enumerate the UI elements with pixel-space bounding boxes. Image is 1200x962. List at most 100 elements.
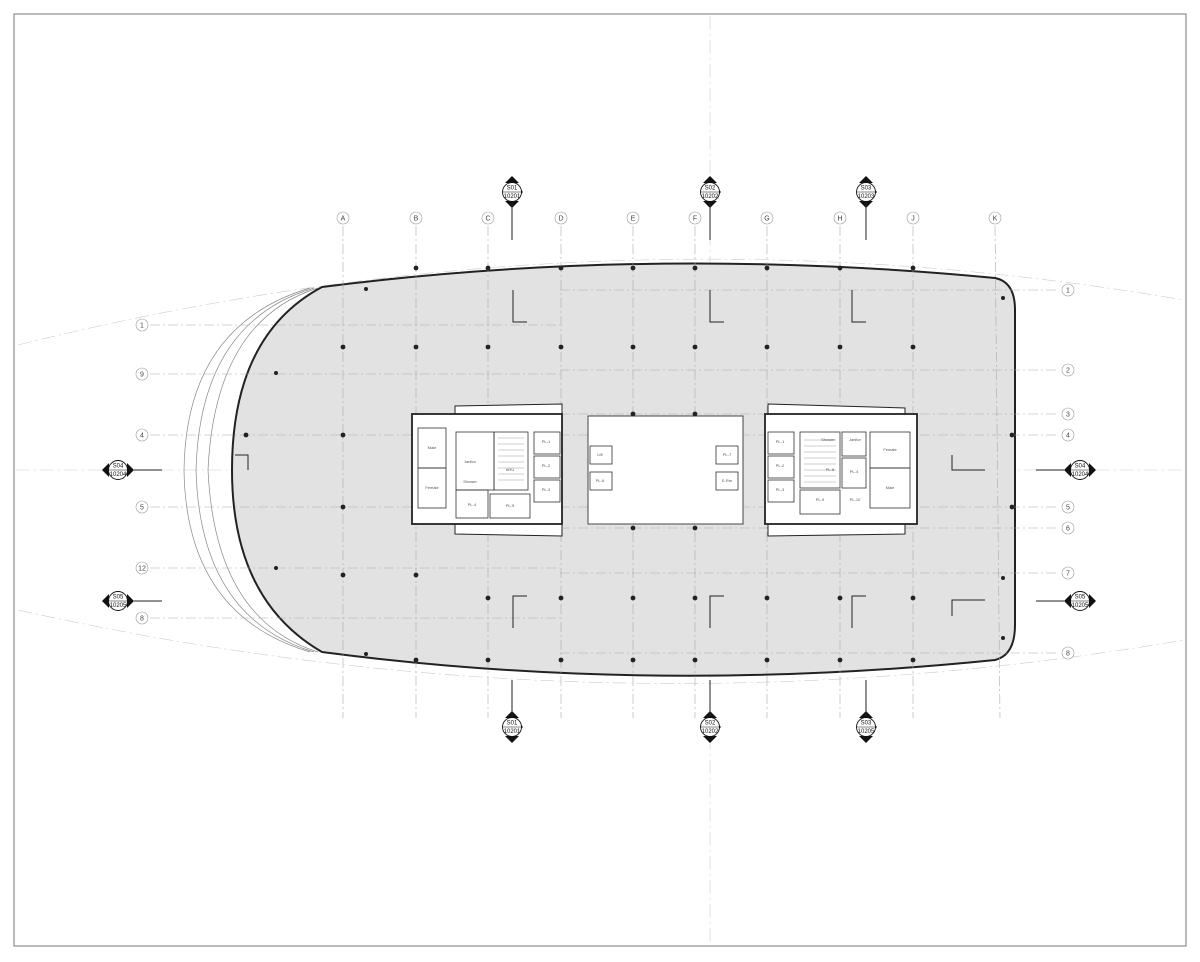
column-dot [692,525,698,531]
grid-label-row: 4 [140,432,144,439]
section-marker: S01 10201 [502,711,523,743]
column-dot [274,566,278,570]
column-dot [558,344,564,350]
grid-bubble [1061,500,1075,514]
section-code: S05 [113,595,124,601]
room-label: PL-7 [723,452,732,457]
section-sheet: 10205 [110,603,127,609]
grid-label-col: C [485,215,490,222]
grid-bubble [1061,566,1075,580]
grid-label-col: G [764,215,769,222]
column-dot [1001,576,1005,580]
room-label: PL-3 [776,487,785,492]
grid-bubble [554,211,568,225]
column-dot [340,504,346,510]
grid-label-row: 3 [1066,411,1070,418]
column-dot [837,595,843,601]
grid-bubble [1061,407,1075,421]
room-label: PL-9 [816,497,825,502]
section-marker: S03 10203 [856,176,877,208]
column-dot [630,595,636,601]
column-dot [485,657,491,663]
grid-label-row: 1 [1066,287,1070,294]
column-dot [837,657,843,663]
section-marker: S04 10204 [102,460,134,480]
column-dot [910,344,916,350]
grid-bubble [135,561,149,575]
grid-label-col: B [414,215,419,222]
column-dot [630,657,636,663]
grid-label-row: 7 [1066,570,1070,577]
section-code: S03 [861,186,872,192]
room-label: PL-2 [776,463,785,468]
grid-label-col: A [341,215,346,222]
column-dot [764,344,770,350]
grid-bubble [1061,428,1075,442]
column-dot [1001,636,1005,640]
column-dot [630,411,636,417]
lift-shafts [589,445,739,491]
section-sheet: 10204 [110,472,127,478]
grid-bubble [760,211,774,225]
section-sheet: 10203 [858,194,875,200]
column-dot [274,371,278,375]
grid-label-row: 12 [138,565,146,572]
column-dot [1001,296,1005,300]
section-sheet: 10201 [504,729,521,735]
room-label: Lift [597,452,603,457]
column-dot [340,572,346,578]
room-label: PL-10 [850,497,861,502]
grid-label-col: K [993,215,998,222]
grid-bubble [1061,283,1075,297]
room-label: PL-5 [506,503,515,508]
grid-label-row: 5 [140,504,144,511]
section-code: S04 [113,464,124,470]
room-label: PL-3 [542,487,551,492]
room-label: PL-4 [468,502,477,507]
column-dot [340,432,346,438]
column-dot [692,265,698,271]
section-code: S02 [705,186,716,192]
section-sheet: 10202 [702,729,719,735]
column-dot [910,265,916,271]
central-atrium [587,415,744,525]
section-code: S04 [1075,464,1086,470]
room-label: Female [883,447,897,452]
room-label: Janitor [464,459,477,464]
column-dot [558,595,564,601]
room-label: PL-4 [850,469,859,474]
grid-bubble [135,611,149,625]
room-label: Male [886,485,895,490]
grid-label-row: 2 [1066,367,1070,374]
room-label: PL-2 [542,463,551,468]
grid-label-row: 4 [1066,432,1070,439]
room-label: PL-6 [596,478,605,483]
grid-bubble [135,318,149,332]
column-dot [764,595,770,601]
column-dot [558,657,564,663]
room-label: Shower [821,437,835,442]
column-dot [485,595,491,601]
room-label: E-Rm [722,478,733,483]
grid-label-col: J [911,215,915,222]
column-dot [1009,504,1015,510]
section-sheet: 10204 [1072,472,1089,478]
section-code: S02 [705,721,716,727]
section-code: S01 [507,721,518,727]
grid-bubble [626,211,640,225]
room-label: AHU [506,467,515,472]
grid-bubble [135,500,149,514]
grid-bubble [906,211,920,225]
room-label: Janitor [849,437,862,442]
section-marker: S02 10202 [700,711,721,743]
grid-label-col: H [837,215,842,222]
sheet-border [13,13,1187,947]
corner-marks [235,290,985,628]
column-dot [1009,432,1015,438]
grid-bubble [833,211,847,225]
